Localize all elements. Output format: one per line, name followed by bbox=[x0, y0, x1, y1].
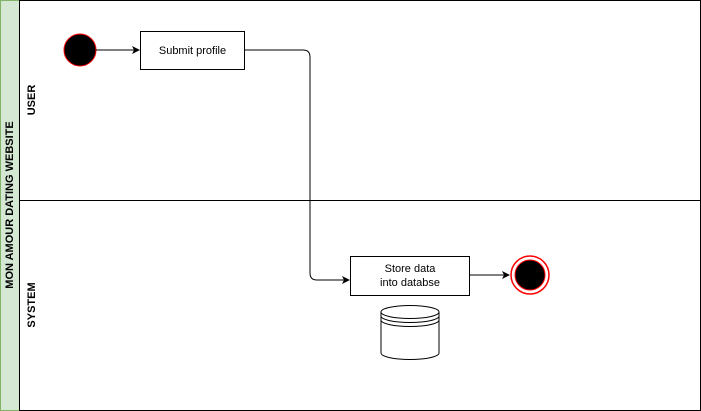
lane-system: SYSTEM bbox=[19, 200, 701, 411]
task-store-data-label-line2: into databse bbox=[380, 277, 440, 289]
database-cylinder-icon[interactable] bbox=[380, 305, 440, 360]
pool-title: MON AMOUR DATING WEBSITE bbox=[4, 121, 16, 288]
task-store-data-box bbox=[350, 256, 470, 296]
lane-system-header bbox=[19, 200, 701, 411]
lane-user-header bbox=[19, 0, 701, 201]
end-event[interactable] bbox=[510, 255, 550, 295]
end-event-inner bbox=[514, 259, 546, 291]
task-store-data-label-line1: Store data bbox=[385, 263, 437, 275]
task-submit-profile[interactable]: Submit profile bbox=[140, 31, 245, 70]
lane-user-title: USER bbox=[26, 85, 38, 116]
lane-system-title: SYSTEM bbox=[26, 282, 38, 327]
task-store-data[interactable]: Store data into databse bbox=[350, 256, 470, 296]
start-event[interactable] bbox=[63, 33, 97, 67]
task-submit-profile-box bbox=[140, 31, 245, 70]
flow-submit-to-store bbox=[245, 49, 350, 284]
database-band-1 bbox=[380, 315, 440, 323]
pool: MON AMOUR DATING WEBSITE bbox=[0, 0, 20, 411]
lane-user: USER bbox=[19, 0, 701, 201]
database-top bbox=[380, 305, 440, 319]
task-submit-profile-label: Submit profile bbox=[159, 45, 226, 57]
database-body bbox=[380, 312, 440, 360]
database-band-2 bbox=[380, 319, 440, 327]
